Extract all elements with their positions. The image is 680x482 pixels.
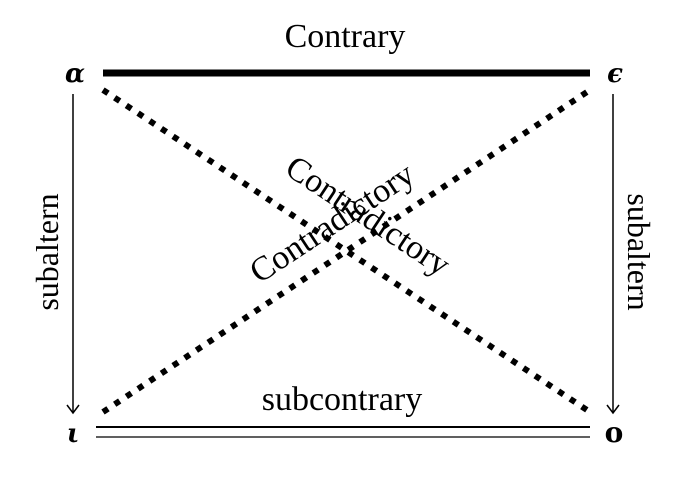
contrary-label: Contrary (285, 18, 406, 55)
subcontrary-edge (96, 426, 590, 438)
subcontrary-label: subcontrary (262, 381, 423, 418)
left-subaltern-label: subaltern (29, 193, 65, 310)
node-epsilon: ϵ (607, 59, 623, 89)
arrowhead-icon (606, 404, 620, 415)
right-subaltern-label: subaltern (621, 193, 657, 310)
node-alpha: α (65, 59, 85, 89)
right-subaltern-edge (606, 94, 620, 415)
node-iota: ι (67, 419, 80, 449)
arrowhead-icon (66, 404, 80, 415)
left-subaltern-edge (66, 94, 80, 415)
node-o: o (605, 416, 624, 449)
